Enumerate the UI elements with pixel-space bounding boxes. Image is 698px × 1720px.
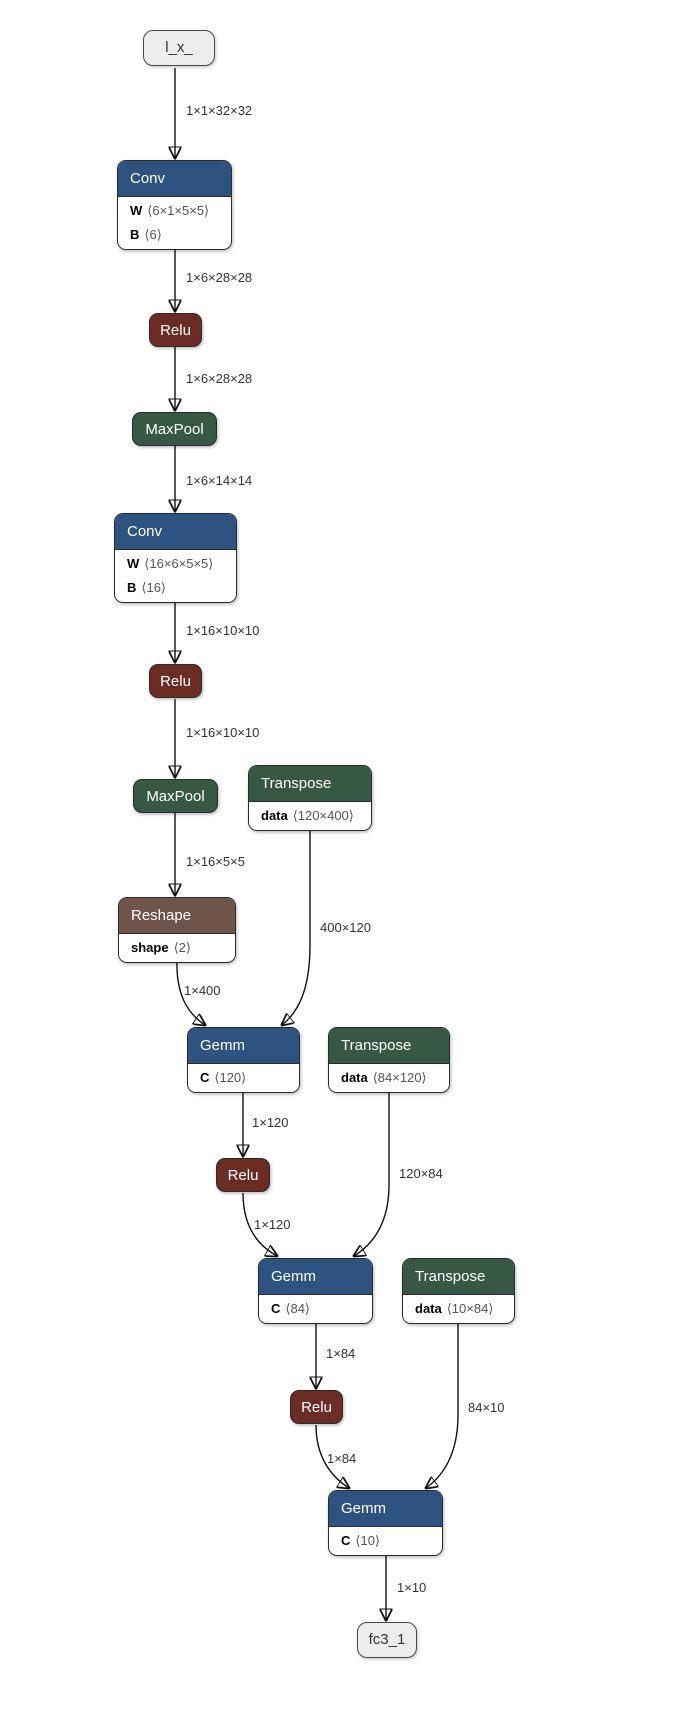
param-dims: ⟨16⟩ <box>141 580 166 595</box>
param-name: W <box>130 203 143 218</box>
edge-relu3-gemm2 <box>242 1192 277 1256</box>
node-relu3[interactable]: Relu <box>216 1158 270 1192</box>
edge-label-relu1-maxpool1: 1×6×28×28 <box>186 371 253 386</box>
node-transpose2-title[interactable]: Transpose <box>329 1028 449 1064</box>
param-name: data <box>415 1301 442 1316</box>
node-transpose1[interactable]: Transpose data ⟨120×400⟩ <box>248 765 372 831</box>
param-dims: ⟨120⟩ <box>214 1070 247 1085</box>
edge-label-conv1-relu1: 1×6×28×28 <box>186 270 253 285</box>
node-conv1-title[interactable]: Conv <box>118 161 231 197</box>
edge-label-conv2-relu2: 1×16×10×10 <box>186 623 260 638</box>
edge-label-maxpool2-reshape: 1×16×5×5 <box>186 854 245 869</box>
node-input[interactable]: l_x_ <box>143 30 215 66</box>
edge-label-relu4-gemm3: 1×84 <box>327 1451 357 1466</box>
node-transpose3[interactable]: Transpose data ⟨10×84⟩ <box>402 1258 515 1324</box>
node-gemm1[interactable]: Gemm C ⟨120⟩ <box>187 1027 300 1093</box>
edge-transpose1-gemm1 <box>282 830 311 1025</box>
node-relu4[interactable]: Relu <box>290 1390 343 1424</box>
node-gemm1-title[interactable]: Gemm <box>188 1028 299 1064</box>
param-row: C ⟨10⟩ <box>329 1529 442 1553</box>
param-dims: ⟨6⟩ <box>144 227 162 242</box>
node-reshape-title[interactable]: Reshape <box>119 898 235 934</box>
param-dims: ⟨84⟩ <box>285 1301 310 1316</box>
node-conv1[interactable]: Conv W ⟨6×1×5×5⟩ B ⟨6⟩ <box>117 160 232 250</box>
param-name: B <box>127 580 137 595</box>
edge-label-transpose2-gemm2: 120×84 <box>399 1166 443 1181</box>
node-gemm3[interactable]: Gemm C ⟨10⟩ <box>328 1490 443 1556</box>
edge-label-transpose1-gemm1: 400×120 <box>320 920 371 935</box>
param-row: shape ⟨2⟩ <box>119 936 235 960</box>
node-conv2-title[interactable]: Conv <box>115 514 236 550</box>
param-row: W ⟨16×6×5×5⟩ <box>115 552 236 576</box>
edge-relu4-gemm3 <box>315 1424 349 1488</box>
param-name: C <box>200 1070 210 1085</box>
param-dims: ⟨10×84⟩ <box>446 1301 494 1316</box>
node-gemm3-title[interactable]: Gemm <box>329 1491 442 1527</box>
param-name: B <box>130 227 140 242</box>
param-dims: ⟨84×120⟩ <box>372 1070 427 1085</box>
node-transpose2-body: data ⟨84×120⟩ <box>329 1064 449 1092</box>
param-row: W ⟨6×1×5×5⟩ <box>118 199 231 223</box>
node-conv2[interactable]: Conv W ⟨16×6×5×5⟩ B ⟨16⟩ <box>114 513 237 603</box>
node-gemm2[interactable]: Gemm C ⟨84⟩ <box>258 1258 373 1324</box>
edge-label-reshape-gemm1: 1×400 <box>184 983 221 998</box>
param-row: C ⟨120⟩ <box>188 1066 299 1090</box>
edge-label-relu2-maxpool2: 1×16×10×10 <box>186 725 260 740</box>
node-transpose3-body: data ⟨10×84⟩ <box>403 1295 514 1323</box>
node-transpose3-title[interactable]: Transpose <box>403 1259 514 1295</box>
node-reshape[interactable]: Reshape shape ⟨2⟩ <box>118 897 236 963</box>
param-dims: ⟨6×1×5×5⟩ <box>147 203 210 218</box>
param-dims: ⟨2⟩ <box>173 940 191 955</box>
param-name: shape <box>131 940 169 955</box>
node-transpose1-title[interactable]: Transpose <box>249 766 371 802</box>
param-name: data <box>261 808 288 823</box>
param-row: data ⟨84×120⟩ <box>329 1066 449 1090</box>
param-row: data ⟨10×84⟩ <box>403 1297 514 1321</box>
node-relu1[interactable]: Relu <box>149 313 202 347</box>
edge-label-gemm1-relu3: 1×120 <box>252 1115 289 1130</box>
node-conv1-body: W ⟨6×1×5×5⟩ B ⟨6⟩ <box>118 197 231 249</box>
node-relu2[interactable]: Relu <box>149 664 202 698</box>
edge-label-relu3-gemm2: 1×120 <box>254 1217 291 1232</box>
node-maxpool1[interactable]: MaxPool <box>132 412 217 446</box>
edge-label-gemm2-relu4: 1×84 <box>326 1346 356 1361</box>
param-row: data ⟨120×400⟩ <box>249 804 371 828</box>
edge-label-transpose3-gemm3: 84×10 <box>468 1400 505 1415</box>
param-dims: ⟨120×400⟩ <box>292 808 354 823</box>
param-row: B ⟨6⟩ <box>118 223 231 247</box>
node-gemm1-body: C ⟨120⟩ <box>188 1064 299 1092</box>
edge-reshape-gemm1 <box>176 959 205 1025</box>
param-row: C ⟨84⟩ <box>259 1297 372 1321</box>
edge-transpose2-gemm2 <box>354 1090 390 1256</box>
node-gemm2-title[interactable]: Gemm <box>259 1259 372 1295</box>
edge-transpose3-gemm3 <box>426 1323 459 1488</box>
edge-label-gemm3-output: 1×10 <box>397 1580 427 1595</box>
node-reshape-body: shape ⟨2⟩ <box>119 934 235 962</box>
node-transpose1-body: data ⟨120×400⟩ <box>249 802 371 830</box>
edge-label-maxpool1-conv2: 1×6×14×14 <box>186 473 253 488</box>
node-transpose2[interactable]: Transpose data ⟨84×120⟩ <box>328 1027 450 1093</box>
param-name: C <box>271 1301 281 1316</box>
param-dims: ⟨10⟩ <box>355 1533 380 1548</box>
param-name: data <box>341 1070 368 1085</box>
param-name: C <box>341 1533 351 1548</box>
param-name: W <box>127 556 140 571</box>
node-gemm3-body: C ⟨10⟩ <box>329 1527 442 1555</box>
node-gemm2-body: C ⟨84⟩ <box>259 1295 372 1323</box>
edge-label-input-conv1: 1×1×32×32 <box>186 103 253 118</box>
param-row: B ⟨16⟩ <box>115 576 236 600</box>
node-maxpool2[interactable]: MaxPool <box>133 779 218 813</box>
node-output[interactable]: fc3_1 <box>357 1622 417 1658</box>
param-dims: ⟨16×6×5×5⟩ <box>144 556 214 571</box>
node-conv2-body: W ⟨16×6×5×5⟩ B ⟨16⟩ <box>115 550 236 602</box>
